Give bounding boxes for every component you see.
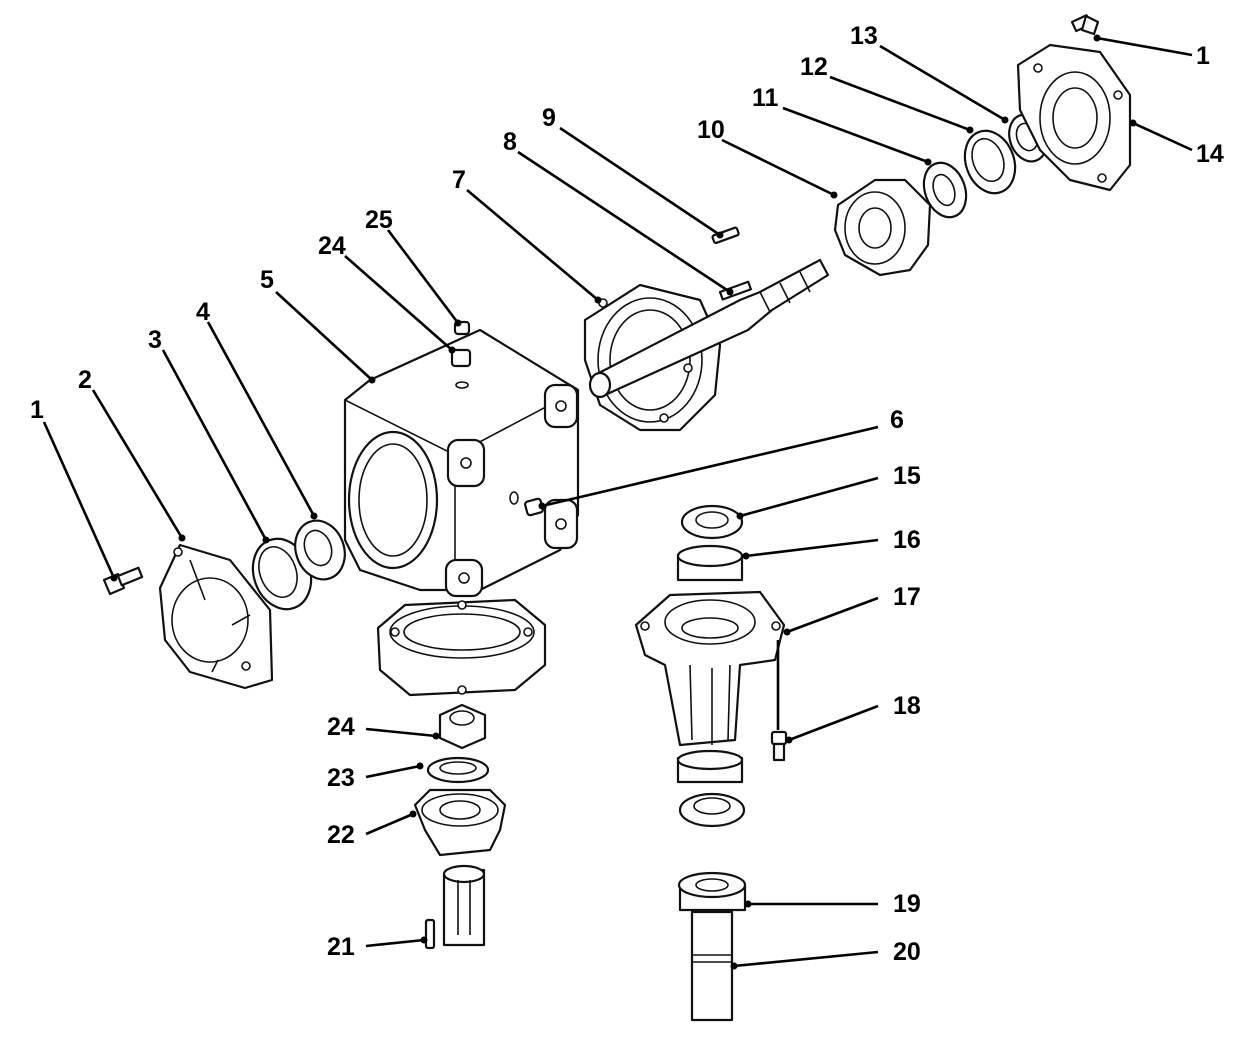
- bearing-top-part: [680, 504, 744, 540]
- callout-1-left: 1: [30, 396, 44, 424]
- callout-22: 22: [327, 821, 355, 849]
- callout-labels: 1 2 3 4 5 24 25 7 8 9 10 11 12 13 1 14 6…: [30, 22, 1224, 966]
- callout-15: 15: [893, 462, 921, 490]
- callout-4: 4: [196, 298, 210, 326]
- lower-housing-part: [634, 590, 786, 747]
- gear-hub-part: [413, 788, 507, 857]
- callout-16: 16: [893, 526, 921, 554]
- callout-24-bottom: 24: [327, 713, 355, 741]
- callout-23: 23: [327, 764, 355, 792]
- gearbox-housing-part: [343, 328, 580, 598]
- lock-washer-part: [426, 756, 490, 784]
- callout-6: 6: [890, 406, 904, 434]
- callout-18: 18: [893, 692, 921, 720]
- callout-13: 13: [850, 22, 878, 50]
- ball-bearing-part: [677, 871, 747, 912]
- callout-1-right: 1: [1196, 42, 1210, 70]
- leader-lines: [42, 34, 1193, 970]
- callout-3: 3: [148, 326, 162, 354]
- input-shaft-part: [588, 258, 830, 399]
- bolt-right-part: [1070, 14, 1100, 36]
- hex-nut-part: [438, 703, 487, 750]
- lower-key-part: [424, 918, 436, 950]
- bevel-gear-part: [833, 178, 932, 277]
- callout-8: 8: [503, 128, 517, 156]
- callout-17: 17: [893, 583, 921, 611]
- callout-25: 25: [365, 206, 393, 234]
- bolt-left-part: [102, 566, 144, 596]
- bearing-left-part: [294, 519, 346, 581]
- callout-9: 9: [542, 104, 556, 132]
- race-top-part: [676, 544, 744, 582]
- shaft-key-part: [711, 226, 740, 245]
- output-shaft-part: [442, 864, 486, 947]
- callout-24-top: 24: [318, 232, 346, 260]
- bearing-bottom-part: [678, 792, 746, 828]
- bearing-right-part: [922, 161, 968, 219]
- cover-plate-part: [158, 543, 274, 690]
- callout-20: 20: [893, 938, 921, 966]
- callout-11: 11: [752, 84, 779, 112]
- race-bottom-part: [676, 749, 744, 784]
- callout-12: 12: [800, 53, 828, 81]
- callout-10: 10: [697, 116, 725, 144]
- housing-bolt-part: [770, 730, 788, 762]
- callout-2: 2: [78, 366, 92, 394]
- callout-7: 7: [452, 166, 466, 194]
- callout-5: 5: [260, 266, 274, 294]
- spindle-part: [690, 910, 734, 1022]
- callout-21: 21: [327, 933, 355, 961]
- end-cover-part: [1016, 43, 1132, 192]
- callout-19: 19: [893, 890, 921, 918]
- bottom-flange-part: [376, 598, 547, 697]
- callout-14: 14: [1196, 140, 1224, 168]
- bearing-race-part: [963, 129, 1017, 195]
